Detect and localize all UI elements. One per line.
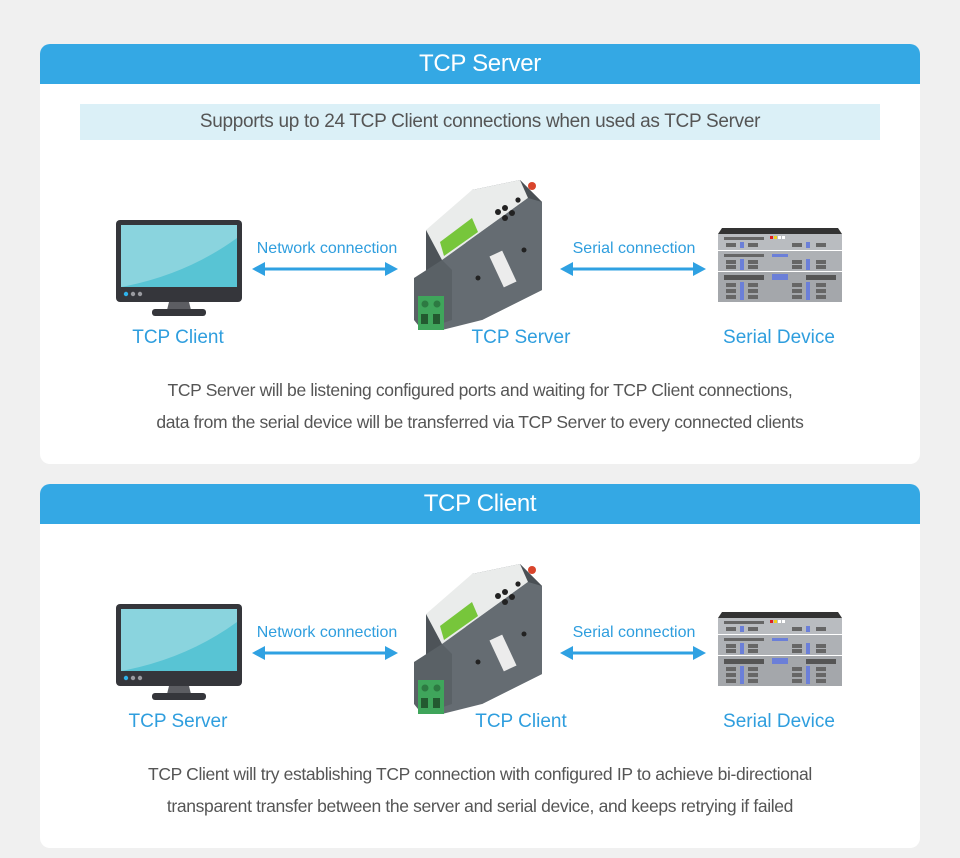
description-line: TCP Client will try establishing TCP con… <box>148 764 812 784</box>
double-arrow-icon <box>252 646 398 660</box>
tcp-server-description: TCP Server will be listening configured … <box>40 374 920 438</box>
description-line: TCP Server will be listening configured … <box>167 380 793 400</box>
section-title: TCP Server <box>40 44 920 84</box>
serial-connection-label: Serial connection <box>572 240 696 257</box>
tcp-server-card: TCP Server Supports up to 24 TCP Client … <box>40 44 920 464</box>
section-title: TCP Client <box>40 484 920 524</box>
description-line: transparent transfer between the server … <box>166 796 794 816</box>
server-rack-icon <box>716 608 844 693</box>
monitor-icon <box>116 604 242 705</box>
serial-connection-label: Serial connection <box>572 624 696 641</box>
center-node-label: TCP Server <box>471 327 571 348</box>
tcp-client-diagram: TCP Server Network connection <box>40 558 920 738</box>
double-arrow-icon <box>252 262 398 276</box>
double-arrow-icon <box>560 646 706 660</box>
tcp-client-description: TCP Client will try establishing TCP con… <box>40 758 920 822</box>
right-node-label: Serial Device <box>723 327 835 348</box>
network-connection-label: Network connection <box>256 240 398 257</box>
double-arrow-icon <box>560 262 706 276</box>
right-node-label: Serial Device <box>723 711 835 732</box>
connection-limit-note: Supports up to 24 TCP Client connections… <box>80 104 880 140</box>
tcp-server-diagram: TCP Client Network connection <box>40 174 920 354</box>
tcp-client-card: TCP Client TCP Server Network connection <box>40 484 920 848</box>
description-line: data from the serial device will be tran… <box>156 412 804 432</box>
left-node-label: TCP Server <box>128 711 228 732</box>
server-rack-icon <box>716 224 844 309</box>
din-rail-device-icon <box>412 564 552 727</box>
network-connection-label: Network connection <box>256 624 398 641</box>
monitor-icon <box>116 220 242 321</box>
center-node-label: TCP Client <box>475 711 567 732</box>
din-rail-device-icon <box>412 180 552 343</box>
left-node-label: TCP Client <box>132 327 224 348</box>
